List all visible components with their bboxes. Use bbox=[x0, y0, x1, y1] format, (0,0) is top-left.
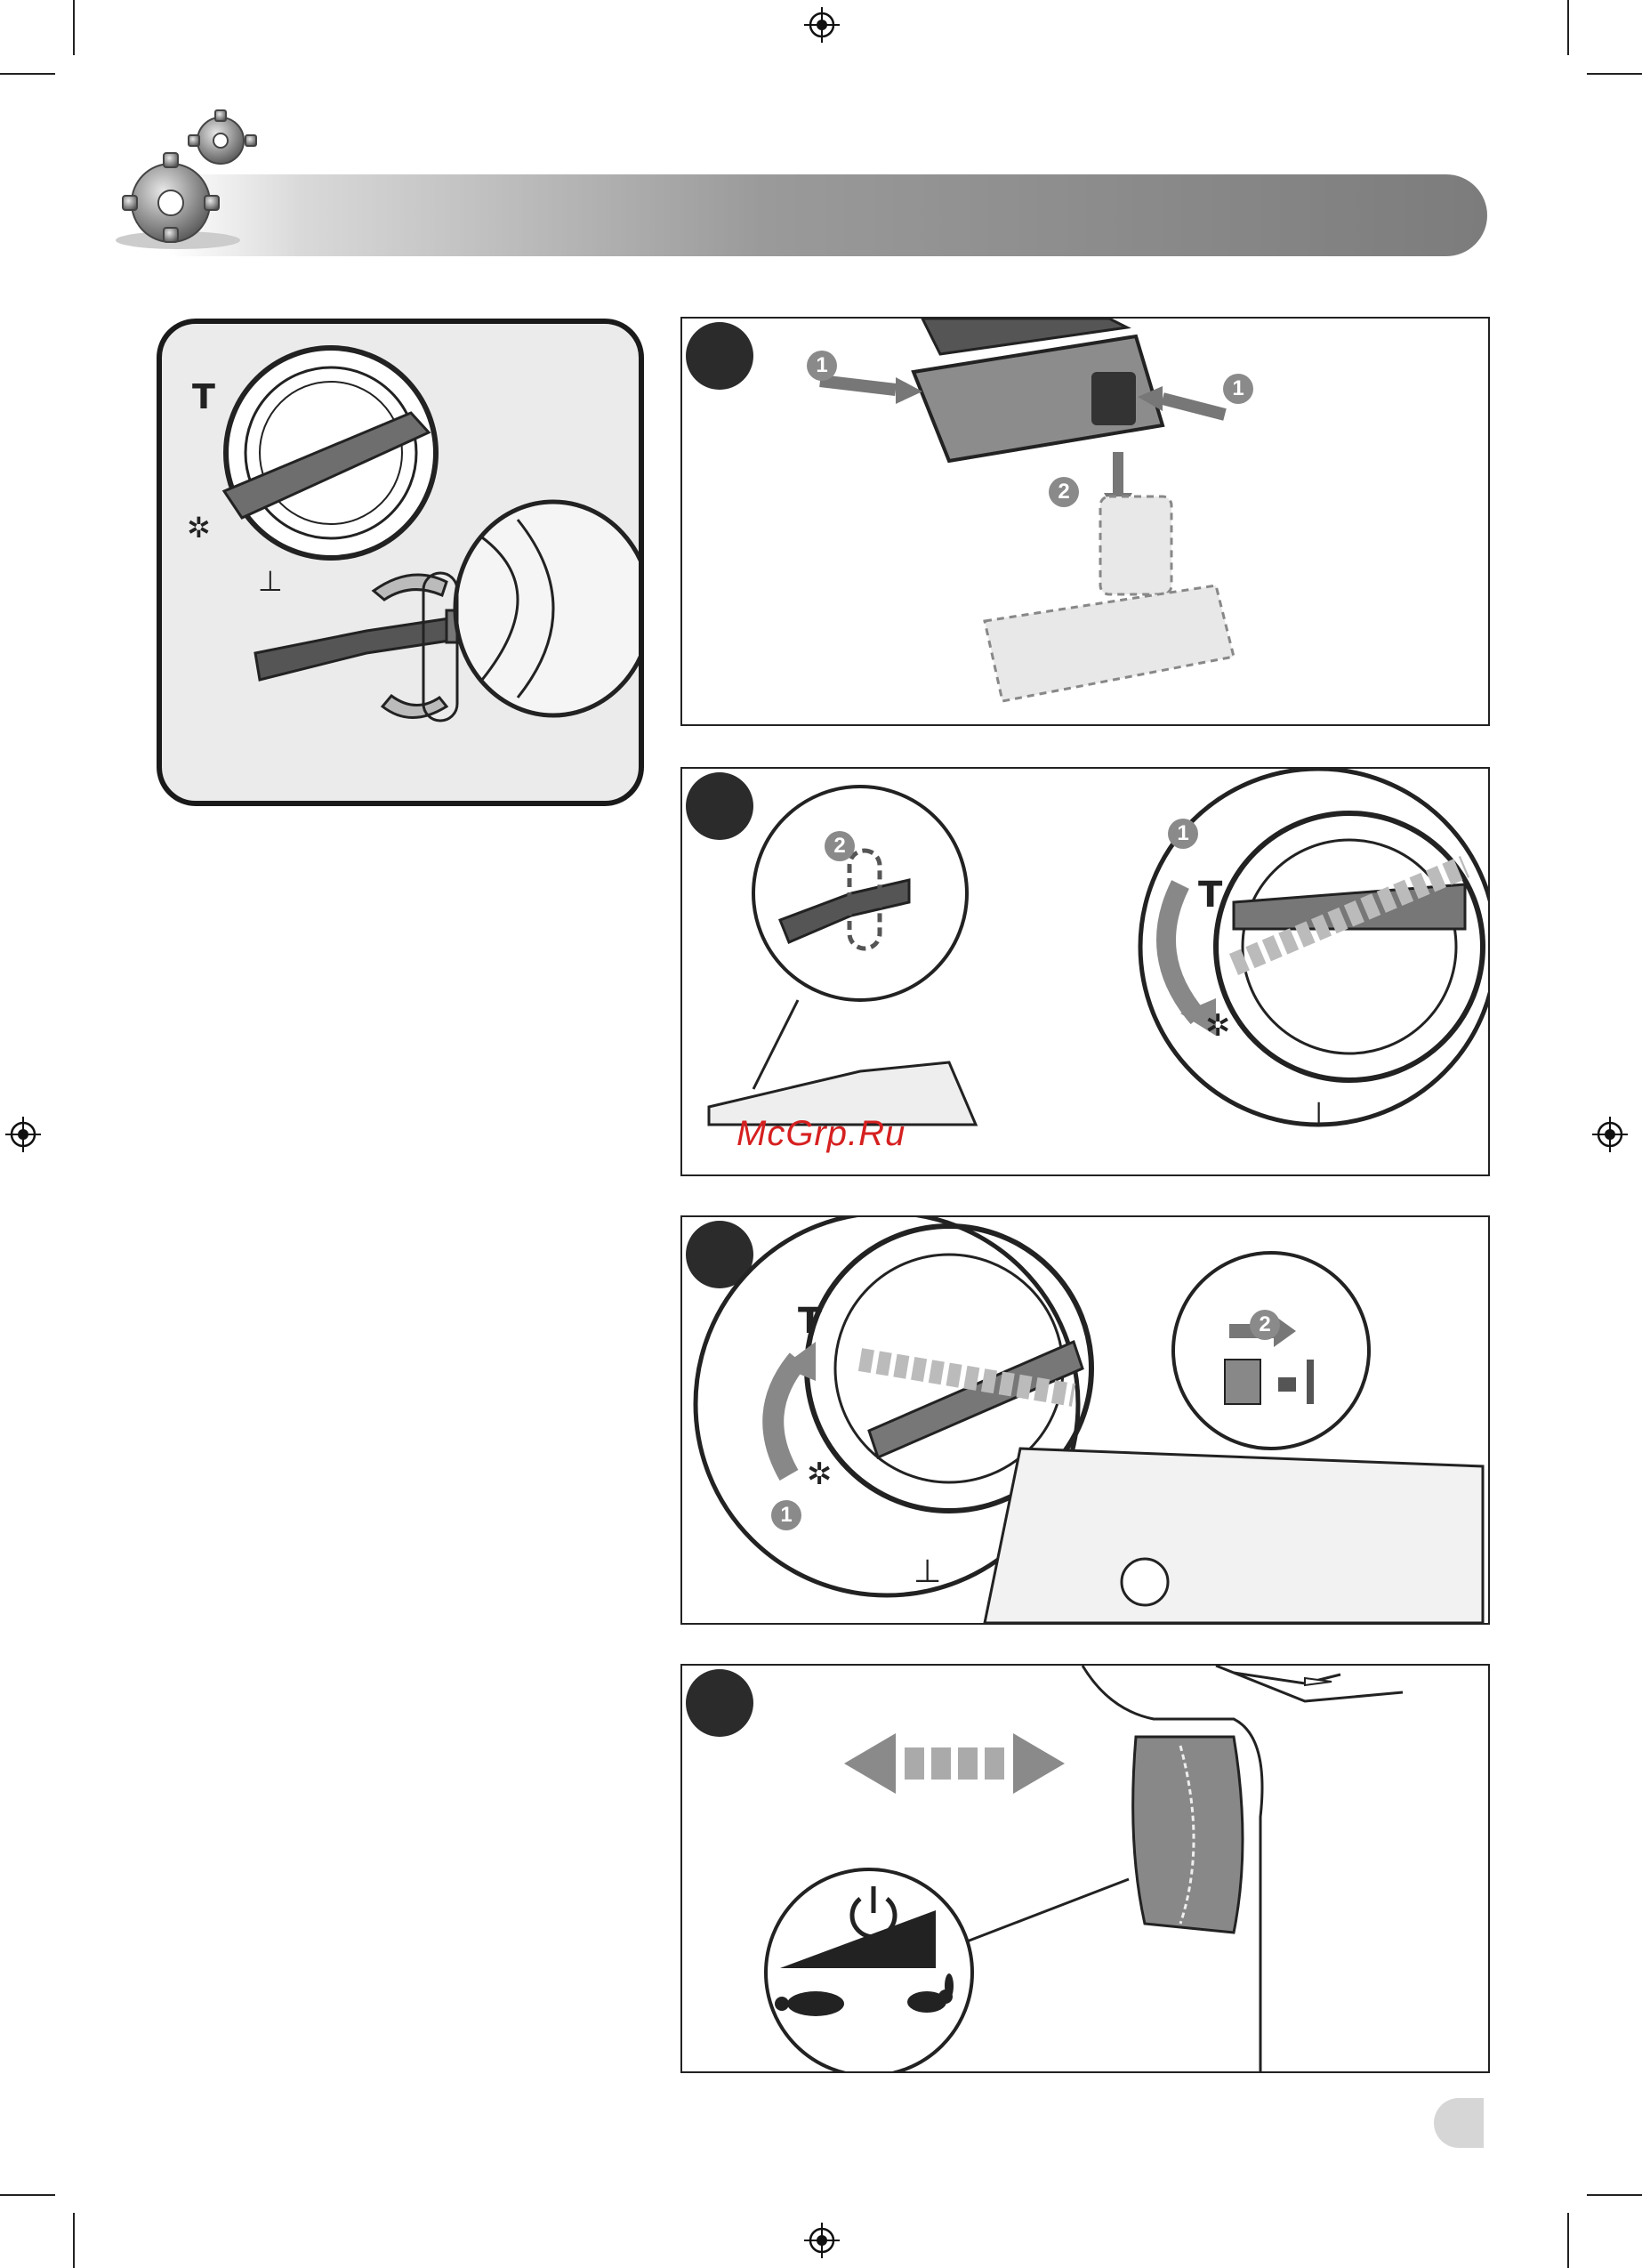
callout-1b: 1 bbox=[1223, 374, 1253, 404]
watermark-text: McGrp.Ru bbox=[736, 1114, 906, 1154]
crop-mark-bottom-right-v bbox=[1567, 2213, 1569, 2268]
gears-icon bbox=[107, 98, 267, 258]
svg-text:✲: ✲ bbox=[187, 511, 211, 545]
registration-mark-left-icon bbox=[5, 1117, 41, 1152]
registration-mark-top-icon bbox=[804, 7, 840, 43]
callout-3a: 2 bbox=[1250, 1310, 1280, 1340]
crop-mark-top-left-h bbox=[0, 73, 55, 75]
svg-text:T: T bbox=[192, 377, 215, 416]
svg-text:⊥: ⊥ bbox=[1305, 1096, 1332, 1133]
callout-2b: 1 bbox=[1168, 819, 1198, 849]
registration-mark-bottom-icon bbox=[804, 2223, 840, 2258]
page-number-tab bbox=[1434, 2098, 1484, 2148]
svg-text:✲: ✲ bbox=[1205, 1008, 1231, 1044]
set-mode-illustration: T ✲ ⊥ bbox=[682, 1217, 1488, 1623]
trigger-illustration bbox=[682, 1666, 1488, 2071]
callout-1a: 1 bbox=[807, 351, 837, 381]
svg-text:✲: ✲ bbox=[807, 1457, 833, 1492]
registration-mark-right-icon bbox=[1592, 1117, 1628, 1152]
crop-mark-top-left-v bbox=[73, 0, 75, 55]
crop-mark-bottom-left-h bbox=[0, 2194, 55, 2196]
step-panel-set-mode: T ✲ ⊥ 2 1 bbox=[680, 1215, 1490, 1625]
double-arrow-icon bbox=[844, 1733, 1065, 1794]
battery-removal-illustration bbox=[682, 319, 1488, 724]
callout-2a: 2 bbox=[825, 831, 855, 861]
crop-mark-top-right-v bbox=[1567, 0, 1569, 55]
crop-mark-bottom-right-h bbox=[1587, 2194, 1642, 2196]
callout-2: 2 bbox=[1049, 477, 1079, 507]
mode-selector-panel: T ✲ ⊥ bbox=[157, 319, 644, 806]
step-panel-battery: 1 1 2 bbox=[680, 317, 1490, 726]
section-header-bar bbox=[169, 174, 1487, 256]
svg-text:T: T bbox=[1198, 875, 1223, 916]
svg-text:T: T bbox=[798, 1301, 823, 1342]
svg-text:⊥: ⊥ bbox=[914, 1554, 941, 1590]
svg-text:⊥: ⊥ bbox=[258, 564, 283, 598]
mode-dial-illustration: T ✲ ⊥ bbox=[162, 324, 639, 801]
crop-mark-top-right-h bbox=[1587, 73, 1642, 75]
crop-mark-bottom-left-v bbox=[73, 2213, 75, 2268]
callout-3b: 1 bbox=[771, 1500, 801, 1530]
step-panel-trigger bbox=[680, 1664, 1490, 2073]
